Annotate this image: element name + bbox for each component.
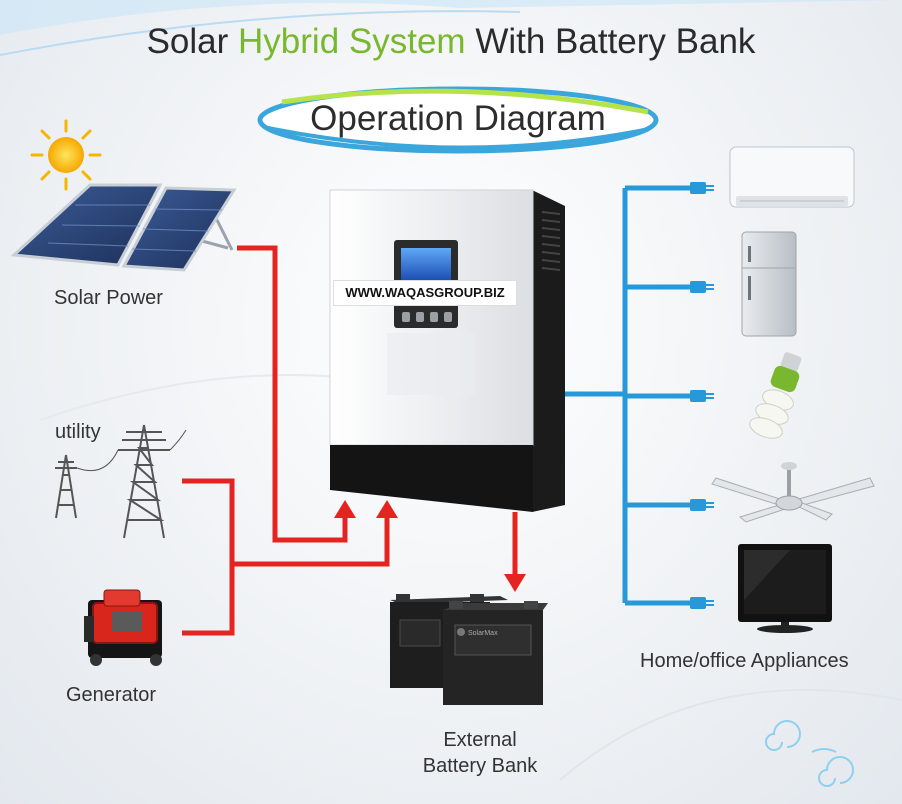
battery-icon: SolarMax <box>390 594 548 705</box>
generator-icon <box>84 589 162 666</box>
subtitle-ring <box>257 86 659 154</box>
appliances-label: Home/office Appliances <box>640 650 849 672</box>
utility-label: utility <box>55 421 101 443</box>
power-lines <box>182 245 518 636</box>
television-icon <box>738 544 832 633</box>
plug-icon <box>690 182 714 609</box>
refrigerator-icon <box>741 231 797 337</box>
sun-icon <box>30 119 102 191</box>
lcd-screen <box>401 248 451 280</box>
output-lines <box>565 185 690 606</box>
arrow-heads <box>334 500 526 592</box>
light-bulb-icon <box>749 352 802 439</box>
subtitle-text: Operation Diagram <box>310 99 606 138</box>
hybrid-inverter <box>329 189 565 512</box>
page-title: Solar Hybrid System With Battery Bank <box>146 22 756 61</box>
battery-brand: SolarMax <box>468 630 498 637</box>
battery-label-line2: Battery Bank <box>422 755 538 777</box>
solar-power-label: Solar Power <box>54 287 163 309</box>
utility-tower-icon <box>55 424 187 539</box>
swirl-icon <box>765 720 854 787</box>
solar-panel-icon <box>10 183 237 272</box>
watermark-url: WWW.WAQASGROUP.BIZ <box>333 280 517 306</box>
air-conditioner-icon <box>729 146 855 208</box>
ceiling-fan-icon <box>711 462 875 523</box>
generator-label: Generator <box>66 684 157 706</box>
subtitle-badge: Operation Diagram <box>252 82 664 158</box>
battery-label-line1: External <box>443 729 517 751</box>
